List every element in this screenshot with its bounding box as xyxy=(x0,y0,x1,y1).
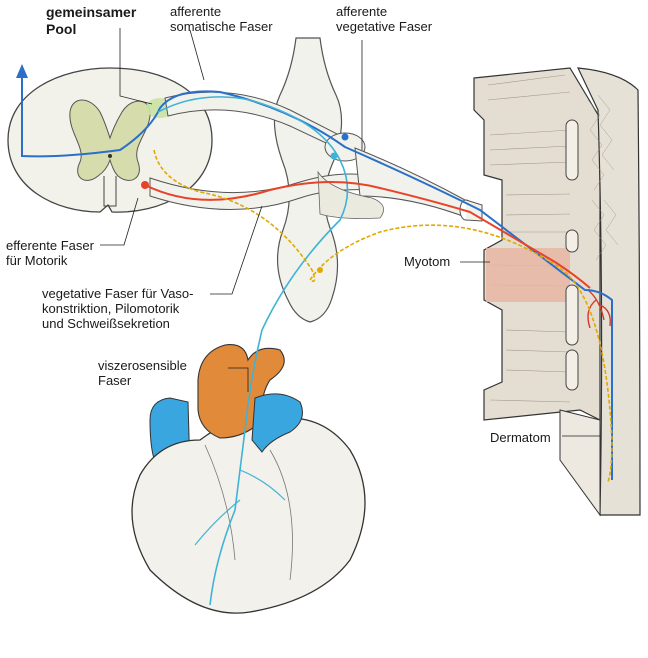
label-efferent-motor-line2: für Motorik xyxy=(6,253,68,268)
label-myotom: Myotom xyxy=(404,254,450,269)
label-viscerosensory: viszerosensible Faser xyxy=(98,358,187,388)
label-common-pool-line1: gemeinsamer xyxy=(46,4,137,20)
label-afferent-somatic-line1: afferente xyxy=(170,4,222,19)
label-afferent-vegetative-line2: vegetative Faser xyxy=(336,19,433,34)
label-leaders xyxy=(100,28,600,437)
efferent-motor-fiber xyxy=(144,180,591,289)
median-fissure xyxy=(103,176,117,207)
dermatom-area xyxy=(559,409,601,517)
label-vegetative-vaso-line2: konstriktion, Pilomotorik xyxy=(42,301,180,316)
arrow-up-icon xyxy=(16,64,28,78)
heart xyxy=(131,344,366,614)
label-afferent-vegetative: afferente vegetative Faser xyxy=(336,4,432,34)
muscle-block xyxy=(473,67,601,421)
muscle-segment-ends xyxy=(565,119,579,391)
label-myotom-text: Myotom xyxy=(404,254,451,269)
label-vegetative-vaso-line3: und Schweißsekretion xyxy=(42,316,170,331)
motor-neuron xyxy=(141,181,149,189)
skin-texture xyxy=(587,94,619,261)
viscerosensory-fiber xyxy=(157,96,349,606)
vegetative-ganglion-cell xyxy=(317,267,323,273)
label-viscerosensory-line1: viszerosensible xyxy=(98,358,187,373)
visceral-ganglion-cell xyxy=(330,152,338,160)
somatic-ganglion-cell xyxy=(341,133,349,141)
muscle-vessel xyxy=(587,289,611,329)
skin-layer xyxy=(577,67,641,516)
label-vegetative-vaso: vegetative Faser für Vaso- konstriktion,… xyxy=(42,286,194,331)
rami-communicantes xyxy=(317,170,384,219)
label-common-pool: gemeinsamer Pool xyxy=(46,4,136,38)
myotom-segment xyxy=(486,248,570,302)
label-common-pool-line2: Pool xyxy=(46,21,77,37)
central-canal xyxy=(108,154,112,158)
label-efferent-motor: efferente Faser für Motorik xyxy=(6,238,94,268)
label-efferent-motor-line1: efferente Faser xyxy=(6,238,94,253)
label-afferent-somatic: afferente somatische Faser xyxy=(170,4,273,34)
vegetative-fiber xyxy=(153,149,613,483)
label-vegetative-vaso-line1: vegetative Faser für Vaso- xyxy=(42,286,194,301)
label-dermatom-text: Dermatom xyxy=(490,430,551,445)
grey-matter xyxy=(69,99,151,181)
label-afferent-vegetative-line1: afferente xyxy=(336,4,388,19)
label-afferent-somatic-line2: somatische Faser xyxy=(170,19,273,34)
label-viscerosensory-line2: Faser xyxy=(98,373,132,388)
label-dermatom: Dermatom xyxy=(490,430,551,445)
